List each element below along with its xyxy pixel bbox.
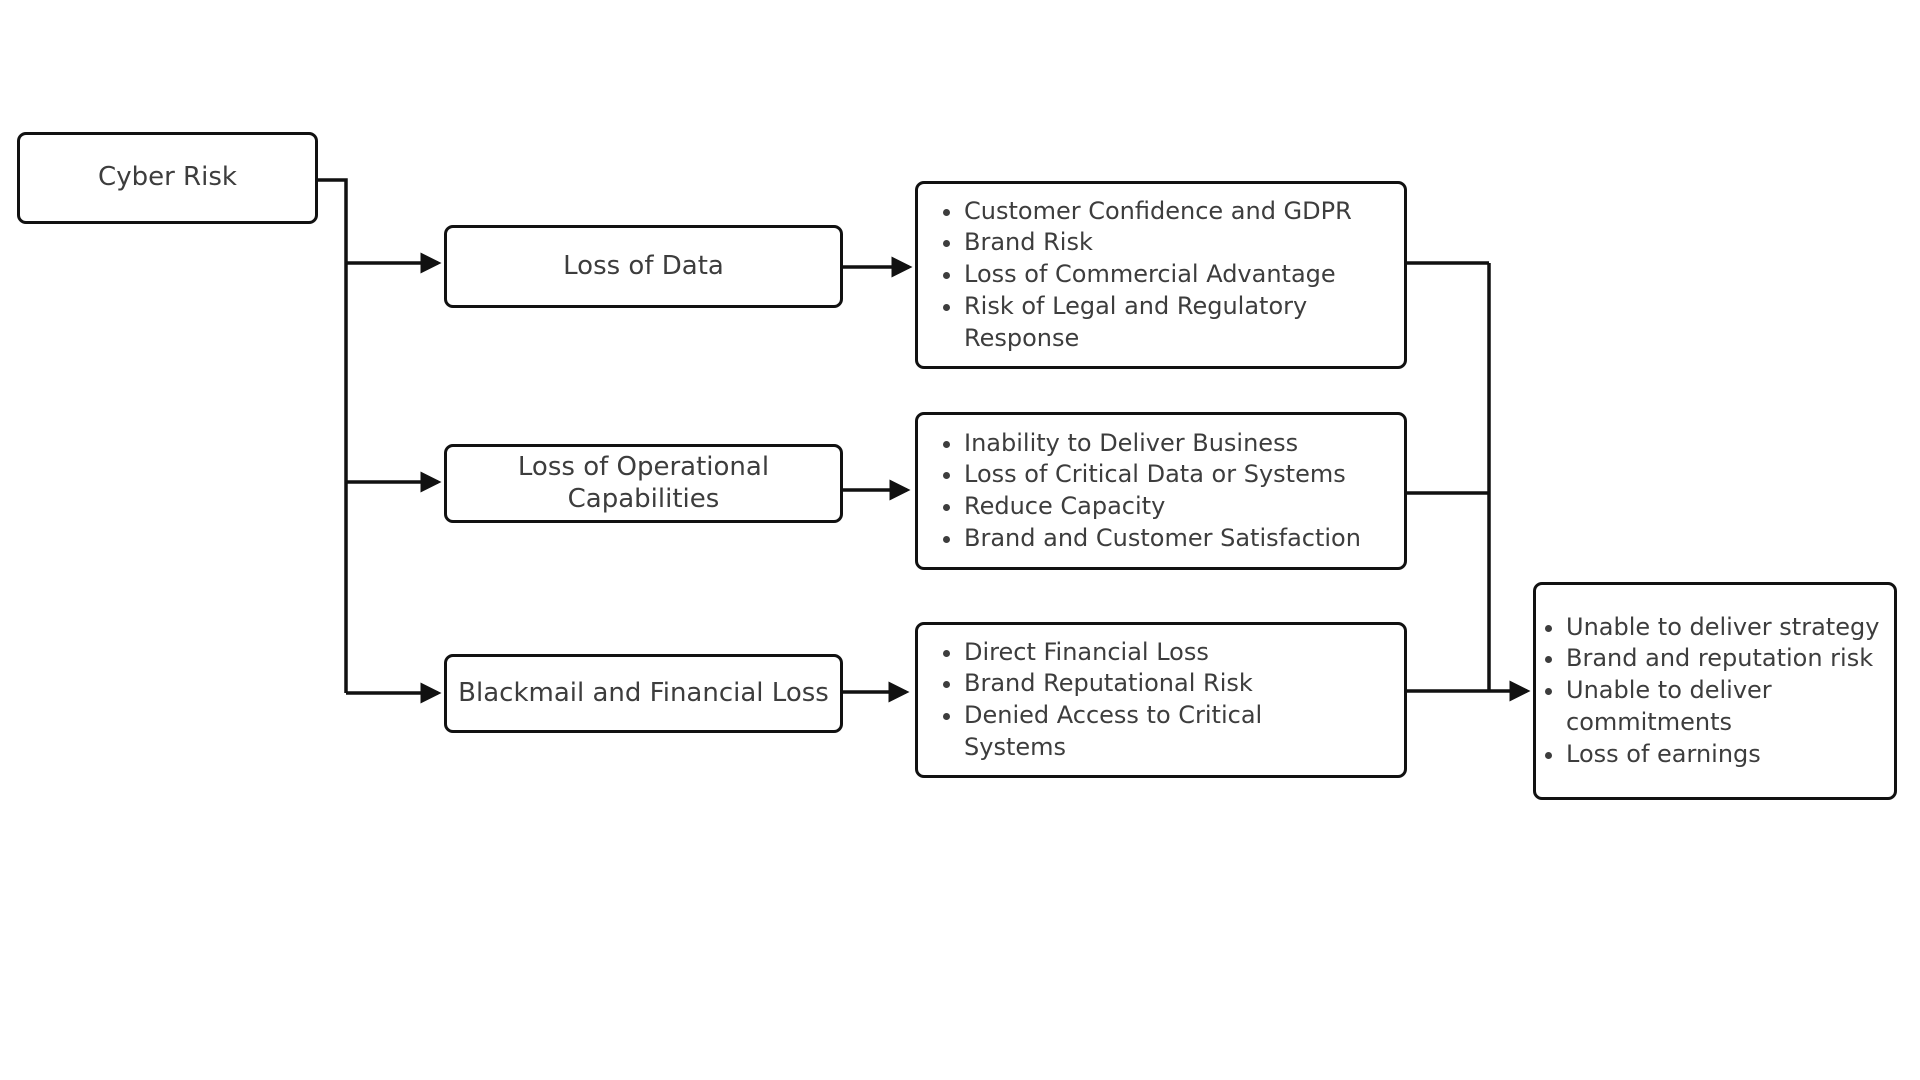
- list-item: Brand Risk: [964, 227, 1366, 259]
- list-item: Brand Reputational Risk: [964, 668, 1366, 700]
- outcome-node: Unable to deliver strategyBrand and repu…: [1533, 582, 1897, 800]
- category-node-label: Loss of Data: [563, 250, 724, 281]
- category-node-label: Loss of Operational Capabilities: [517, 452, 770, 514]
- edge-root-trunk: [318, 178, 348, 693]
- list-item: Loss of Critical Data or Systems: [964, 459, 1366, 491]
- root-node-label: Cyber Risk: [98, 162, 237, 193]
- list-item: Risk of Legal and Regulatory Response: [964, 291, 1366, 354]
- list-item: Brand and Customer Satisfaction: [964, 523, 1366, 555]
- list-item: Customer Confidence and GDPR: [964, 196, 1366, 228]
- impact-list: Inability to Deliver BusinessLoss of Cri…: [918, 428, 1404, 555]
- category-node-blackmail-and-financial-loss: Blackmail and Financial Loss: [444, 654, 843, 733]
- list-item: Brand and reputation risk: [1566, 643, 1888, 675]
- category-node-label: Blackmail and Financial Loss: [458, 677, 829, 708]
- list-item: Direct Financial Loss: [964, 637, 1366, 669]
- list-item: Loss of earnings: [1566, 739, 1888, 771]
- impact-node-loss-of-data: Customer Confidence and GDPRBrand RiskLo…: [915, 181, 1407, 369]
- list-item: Loss of Commercial Advantage: [964, 259, 1366, 291]
- impact-list: Customer Confidence and GDPRBrand RiskLo…: [918, 196, 1404, 354]
- category-node-loss-of-operational-capabilities: Loss of Operational Capabilities: [444, 444, 843, 523]
- impact-node-loss-of-operational-capabilities: Inability to Deliver BusinessLoss of Cri…: [915, 412, 1407, 570]
- impact-node-blackmail-and-financial-loss: Direct Financial LossBrand Reputational …: [915, 622, 1407, 778]
- list-item: Unable to deliver strategy: [1566, 612, 1888, 644]
- list-item: Unable to deliver commitments: [1566, 675, 1888, 738]
- list-item: Reduce Capacity: [964, 491, 1366, 523]
- outcome-list: Unable to deliver strategyBrand and repu…: [1536, 612, 1894, 770]
- impact-list: Direct Financial LossBrand Reputational …: [918, 637, 1404, 764]
- list-item: Inability to Deliver Business: [964, 428, 1366, 460]
- list-item: Denied Access to Critical Systems: [964, 700, 1366, 763]
- root-node-cyber-risk: Cyber Risk: [17, 132, 318, 224]
- category-node-loss-of-data: Loss of Data: [444, 225, 843, 308]
